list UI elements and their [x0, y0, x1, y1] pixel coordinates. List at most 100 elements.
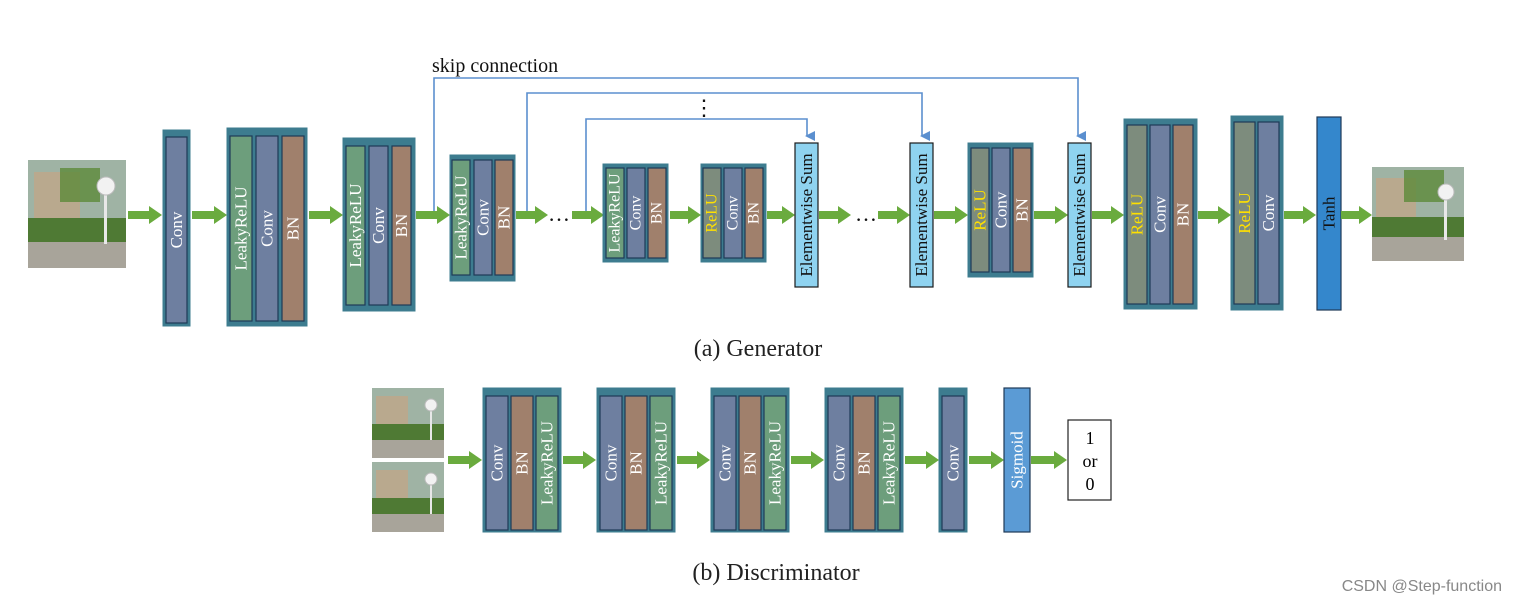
- discriminator-bn-2-label: BN: [627, 451, 646, 475]
- generator-elementwise-sum-2-label: Elementwise Sum: [912, 153, 931, 276]
- watermark: CSDN @Step-function: [1341, 578, 1502, 595]
- generator-arrow-6: [572, 206, 604, 224]
- generator-bn-3-label: BN: [392, 214, 411, 238]
- discriminator-arrow-1: [448, 451, 482, 469]
- generator-conv-7: Conv: [991, 147, 1011, 273]
- generator-leakyrelu-4: LeakyReLU: [451, 159, 471, 276]
- discriminator-conv-1: Conv: [485, 395, 509, 531]
- generator-bn-8: BN: [1172, 124, 1194, 305]
- discriminator-bn-2: BN: [624, 395, 648, 531]
- generator-bn-5: BN: [647, 167, 667, 259]
- discriminator-arrow-2: [563, 451, 596, 469]
- generator-tanh-label: Tanh: [1320, 196, 1339, 230]
- discriminator-caption: (b) Discriminator: [692, 560, 859, 586]
- generator-arrow-2: [192, 206, 227, 224]
- discriminator-input-image-top: [372, 388, 444, 458]
- discriminator-bn-4: BN: [852, 395, 876, 531]
- generator-bn-4: BN: [494, 159, 514, 276]
- generator-relu-8-label: ReLU: [1128, 194, 1147, 236]
- discriminator-bn-1: BN: [510, 395, 534, 531]
- generator-conv-2: Conv: [255, 135, 279, 322]
- generator-arrow-12: [1034, 206, 1068, 224]
- generator-bn-6-label: BN: [746, 201, 763, 224]
- generator-leakyrelu-2: LeakyReLU: [229, 135, 253, 322]
- generator-tanh: Tanh: [1316, 116, 1342, 311]
- discriminator-leakyrelu-1: LeakyReLU: [535, 395, 559, 531]
- discriminator-arrow-7: [1031, 451, 1067, 469]
- generator-relu-9-label: ReLU: [1235, 192, 1254, 234]
- generator-bn-2-label: BN: [284, 217, 303, 241]
- generator-elementwise-sum-3-label: Elementwise Sum: [1070, 153, 1089, 276]
- discriminator-leakyrelu-3: LeakyReLU: [763, 395, 787, 531]
- discriminator-conv-5-label: Conv: [944, 444, 963, 481]
- skip-connection-inner: [585, 118, 815, 211]
- generator-bn-3: BN: [391, 145, 412, 306]
- generator-relu-7-label: ReLU: [971, 189, 990, 231]
- generator-input-image: [28, 160, 126, 268]
- generator-ellipsis-1: …: [548, 201, 570, 226]
- discriminator-conv-5: Conv: [941, 395, 965, 531]
- generator-conv-4-label: Conv: [474, 199, 493, 236]
- discriminator-input-image-bottom: [372, 462, 444, 532]
- discriminator-arrow-3: [677, 451, 710, 469]
- skip-connection-label: skip connection: [432, 55, 558, 77]
- generator-leakyrelu-3-label: LeakyReLU: [346, 183, 365, 267]
- generator-conv-9-label: Conv: [1259, 194, 1278, 231]
- discriminator-bn-3: BN: [738, 395, 762, 531]
- generator-conv-4: Conv: [473, 159, 493, 276]
- generator-relu-6: ReLU: [702, 167, 722, 259]
- generator-bn-5-label: BN: [649, 201, 666, 224]
- discriminator-leakyrelu-2-label: LeakyReLU: [652, 421, 671, 505]
- skip-connection-outer: [433, 77, 1086, 211]
- generator-conv-9: Conv: [1257, 121, 1280, 305]
- discriminator-sigmoid: Sigmoid: [1003, 387, 1031, 533]
- vertical-ellipsis: ⋮: [693, 95, 715, 120]
- generator-output-image: [1372, 167, 1464, 261]
- discriminator-conv-1-label: Conv: [488, 444, 507, 481]
- generator-bn-8-label: BN: [1174, 203, 1193, 227]
- generator-arrow-13: [1092, 206, 1124, 224]
- generator-leakyrelu-2-label: LeakyReLU: [232, 186, 251, 270]
- generator-arrow-11: [934, 206, 968, 224]
- discriminator-arrow-5: [905, 451, 939, 469]
- discriminator-conv-3-label: Conv: [716, 444, 735, 481]
- generator-conv-3: Conv: [368, 145, 389, 306]
- generator-relu-9: ReLU: [1233, 121, 1256, 305]
- generator-arrow-3: [309, 206, 343, 224]
- discriminator-leakyrelu-1-label: LeakyReLU: [538, 421, 557, 505]
- discriminator-arrow-4: [791, 451, 824, 469]
- generator-relu-6-label: ReLU: [704, 193, 721, 233]
- generator-leakyrelu-5-label: LeakyReLU: [607, 173, 624, 253]
- generator-arrow-9: [819, 206, 851, 224]
- generator-arrow-5: [516, 206, 548, 224]
- generator-arrow-16: [1341, 206, 1372, 224]
- discriminator-leakyrelu-2: LeakyReLU: [649, 395, 673, 531]
- generator-conv-3-label: Conv: [369, 207, 388, 244]
- output-value-or: or: [1083, 451, 1098, 471]
- generator-leakyrelu-3: LeakyReLU: [345, 145, 366, 306]
- generator-leakyrelu-4-label: LeakyReLU: [452, 175, 471, 259]
- discriminator-bn-1-label: BN: [513, 451, 532, 475]
- generator-leakyrelu-5: LeakyReLU: [605, 167, 625, 259]
- generator-conv-8: Conv: [1149, 124, 1171, 305]
- generator-relu-7: ReLU: [970, 147, 990, 273]
- output-value-0: 0: [1086, 474, 1095, 494]
- discriminator-leakyrelu-4: LeakyReLU: [877, 395, 901, 531]
- generator-elementwise-sum-3: Elementwise Sum: [1067, 142, 1092, 288]
- discriminator-arrow-6: [969, 451, 1004, 469]
- discriminator-leakyrelu-3-label: LeakyReLU: [766, 421, 785, 505]
- generator-arrow-14: [1198, 206, 1231, 224]
- generator-elementwise-sum-2: Elementwise Sum: [909, 142, 934, 288]
- generator-elementwise-sum-1-label: Elementwise Sum: [797, 153, 816, 276]
- skip-connections: [433, 77, 1086, 211]
- generator-caption: (a) Generator: [694, 336, 823, 362]
- generator-arrow-4: [416, 206, 450, 224]
- discriminator-sigmoid-label: Sigmoid: [1008, 431, 1027, 489]
- discriminator-leakyrelu-4-label: LeakyReLU: [880, 421, 899, 505]
- generator-arrow-8: [767, 206, 795, 224]
- generator-arrow-15: [1284, 206, 1316, 224]
- output-value-1: 1: [1086, 428, 1095, 448]
- generator-bn-7-label: BN: [1013, 198, 1032, 222]
